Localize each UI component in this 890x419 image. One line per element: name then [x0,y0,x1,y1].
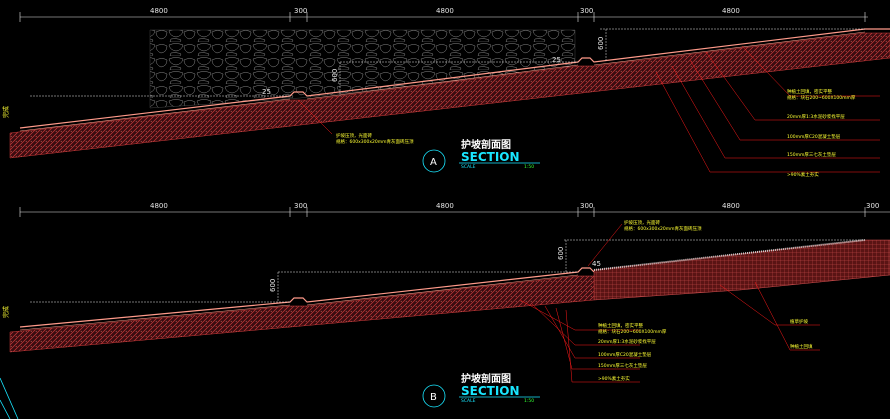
section-b-top-dimensions [19,207,890,217]
section-b-slab-surface [19,267,595,328]
section-b-title-cn: 护坡剖面图 [461,372,511,385]
section-a-callout-leaders [655,45,880,173]
section-b-top-note-2: 规格：600x300x20mm青灰面砖压顶 [624,225,702,232]
section-b-scale-label: SCALE [461,398,476,404]
section-b-right-callout-2: 种植土回填 [790,343,813,350]
section-a-bottom-note-2: 规格：600x300x20mm青灰面砖压顶 [336,138,414,145]
section-a-stone-wall [149,29,576,109]
section-b-dim-6: 300 [866,202,879,210]
section-b-scale-value: 1:50 [524,398,534,404]
section-b-dim-4: 300 [580,202,593,210]
section-a-title-en: SECTION [461,150,520,164]
section-a-dim-1: 4800 [150,7,168,15]
section-b-callout-leaders [519,299,640,383]
section-b-rise-2: 600 [557,247,565,260]
section-a-dim-5: 4800 [722,7,740,15]
section-a-scale-value: 1:50 [524,164,534,170]
section-a-callout-2: 规格：块石200~600X100mm厚 [787,94,856,101]
section-b-callout-3: 20mm厚1:3水泥砂浆找平层 [598,338,656,345]
section-a-callout-1: 种植土回填，密实平整 [787,88,832,95]
section-b-callout-5: 150mm厚三七灰土垫层 [598,362,647,369]
section-b-dim-5: 4800 [722,202,740,210]
section-b-rise-dimensions [30,239,865,303]
section-a-marker-circle [422,149,446,173]
section-b-callout-1: 种植土回填，密实平整 [598,322,643,329]
section-b-base-layers [9,275,595,353]
section-b-rise-1: 600 [269,279,277,292]
section-a-title-cn: 护坡剖面图 [461,138,511,151]
section-b-dim-3: 4800 [436,202,454,210]
section-b-callout-4: 100mm厚C20混凝土垫层 [598,351,652,358]
section-b-dim-2: 300 [294,202,307,210]
section-b-top-note-1: 护坡压顶，光面砖 [624,219,660,226]
section-a: 4800 300 4800 300 4800 600 600 25 25 完成 … [2,7,890,178]
section-a-callout-6: >90%素土夯实 [787,171,819,178]
section-a-slope-1: 25 [262,88,271,96]
section-b-callout-6: >90%素土夯实 [598,375,630,382]
section-b-callout-2: 规格：块石200~600X100mm厚 [598,328,667,335]
section-b-left-label: 完成 [2,306,10,318]
section-a-bottom-note-1: 护坡压顶，光面砖 [336,132,372,139]
section-b-marker: B [430,392,437,403]
section-a-top-dimensions [19,12,868,22]
section-b: 4800 300 4800 300 4800 300 600 600 45 完成… [0,202,890,419]
section-a-callout-4: 100mm厚C20混凝土垫层 [787,133,841,140]
section-a-marker: A [430,157,437,168]
section-a-dim-3: 4800 [436,7,454,15]
section-a-rise-1: 600 [331,69,339,82]
section-a-base-layers [9,32,890,159]
section-a-dim-4: 300 [580,7,593,15]
section-b-marker-circle [422,384,446,408]
section-b-slope-1: 45 [592,260,601,268]
section-b-embankment [593,239,890,301]
section-a-callout-3: 20mm厚1:3水泥砂浆找平层 [787,113,845,120]
section-b-title-en: SECTION [461,384,520,398]
section-a-scale-label: SCALE [461,164,476,170]
section-b-right-callout-1: 植草护坡 [790,318,808,325]
section-a-rise-2: 600 [597,37,605,50]
section-a-rise-dimensions [30,28,865,97]
section-a-callout-5: 150mm厚三七灰土垫层 [787,151,836,158]
section-b-dim-1: 4800 [150,202,168,210]
section-a-left-label: 完成 [2,106,10,118]
section-a-slope-2: 25 [552,56,561,64]
section-a-dim-2: 300 [294,7,307,15]
